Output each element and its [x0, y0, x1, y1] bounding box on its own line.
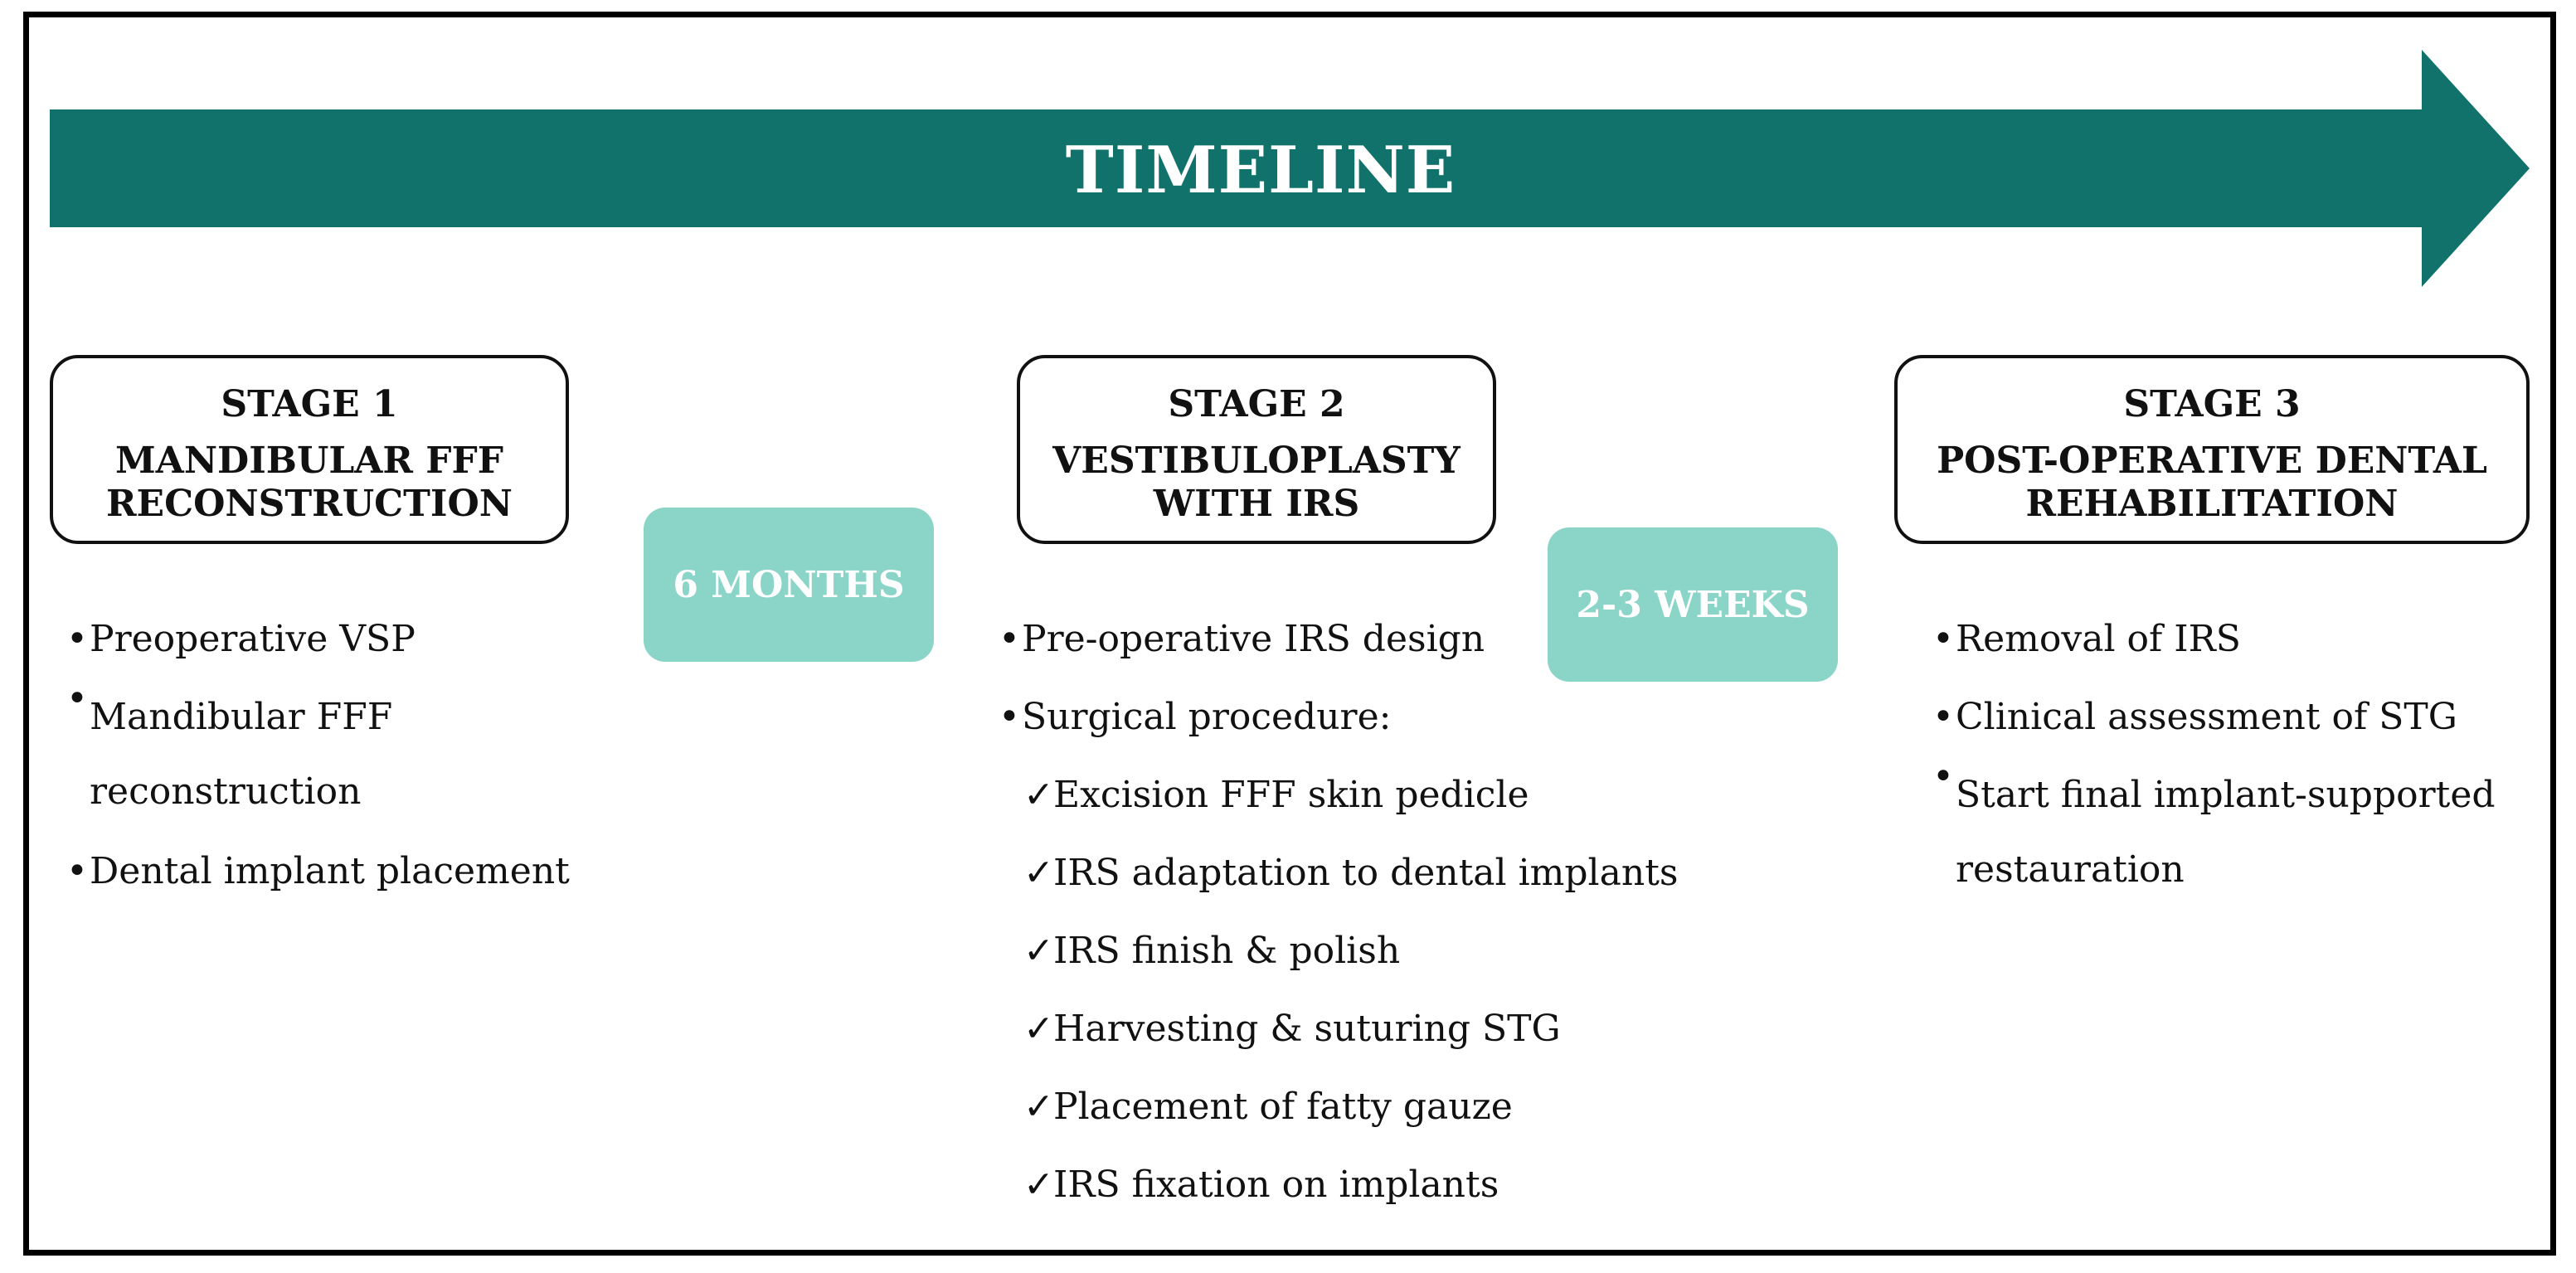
bullet-marker: • — [66, 618, 88, 660]
list-item: ✓ Placement of fatty gauze — [999, 1088, 1679, 1126]
diagram-frame — [23, 12, 2556, 1256]
stage-1-list: • Preoperative VSP • Mandibular FFF reco… — [66, 620, 597, 891]
list-item-text: Start final implant-supported restaurati… — [1956, 774, 2496, 891]
list-item: ✓ IRS finish & polish — [999, 932, 1679, 970]
timeline-arrow — [50, 50, 2530, 287]
stage-1-box: STAGE 1 MANDIBULAR FFF RECONSTRUCTION — [50, 355, 569, 544]
list-item-text: IRS finish & polish — [1053, 930, 1401, 972]
list-item: • Clinical assessment of STG — [1932, 698, 2546, 736]
check-marker: ✓ — [1023, 1164, 1054, 1206]
check-marker: ✓ — [1023, 1086, 1054, 1128]
duration-2-3-weeks: 2-3 WEEKS — [1548, 527, 1838, 682]
list-item: ✓ Harvesting & suturing STG — [999, 1010, 1679, 1048]
list-item-text: IRS fixation on implants — [1053, 1164, 1499, 1206]
stage-1-name: MANDIBULAR FFF RECONSTRUCTION — [105, 440, 513, 525]
list-item: • Preoperative VSP — [66, 620, 597, 658]
bullet-marker: • — [1932, 756, 1954, 798]
list-item: ✓ IRS fixation on implants — [999, 1166, 1679, 1204]
list-item-text: Dental implant placement — [90, 850, 570, 892]
bullet-marker: • — [66, 850, 88, 892]
stage-3-name: POST-OPERATIVE DENTAL REHABILITATION — [1937, 440, 2487, 525]
bullet-marker: • — [999, 618, 1020, 660]
list-item: ✓ IRS adaptation to dental implants — [999, 854, 1679, 892]
list-item-text: Mandibular FFF reconstruction — [90, 696, 393, 813]
list-item-text: IRS adaptation to dental implants — [1053, 852, 1679, 894]
list-item: • Pre-operative IRS design — [999, 620, 1679, 658]
stage-3-box: STAGE 3 POST-OPERATIVE DENTAL REHABILITA… — [1894, 355, 2530, 544]
stage-2-box: STAGE 2 VESTIBULOPLASTY WITH IRS — [1017, 355, 1496, 544]
stage-1-number: STAGE 1 — [221, 383, 398, 425]
list-item-text: Pre-operative IRS design — [1022, 618, 1485, 660]
bullet-marker: • — [1932, 696, 1954, 738]
check-marker: ✓ — [1023, 930, 1054, 972]
check-marker: ✓ — [1023, 1008, 1054, 1050]
timeline-arrow-shape — [50, 50, 2530, 287]
list-item-text: Excision FFF skin pedicle — [1053, 774, 1529, 816]
check-marker: ✓ — [1023, 774, 1054, 816]
list-item: • Mandibular FFF reconstruction — [66, 680, 597, 829]
stage-2-list: • Pre-operative IRS design • Surgical pr… — [999, 620, 1679, 1204]
list-item: • Start final implant-supported restaura… — [1932, 758, 2546, 907]
bullet-marker: • — [1932, 618, 1954, 660]
bullet-marker: • — [999, 696, 1020, 738]
stage-2-name: VESTIBULOPLASTY WITH IRS — [1052, 440, 1461, 525]
list-item: • Dental implant placement — [66, 853, 597, 891]
list-item: ✓ Excision FFF skin pedicle — [999, 776, 1679, 814]
list-item-text: Placement of fatty gauze — [1053, 1086, 1513, 1128]
bullet-marker: • — [66, 678, 88, 720]
stage-3-number: STAGE 3 — [2123, 383, 2301, 425]
list-item: • Removal of IRS — [1932, 620, 2546, 658]
timeline-title: TIMELINE — [1065, 133, 1456, 208]
duration-6-months: 6 MONTHS — [644, 508, 934, 662]
list-item-text: Harvesting & suturing STG — [1053, 1008, 1561, 1050]
list-item-text: Removal of IRS — [1956, 618, 2241, 660]
list-item-text: Clinical assessment of STG — [1956, 696, 2457, 738]
check-marker: ✓ — [1023, 852, 1054, 894]
list-item-text: Surgical procedure: — [1022, 696, 1392, 738]
stage-3-list: • Removal of IRS • Clinical assessment o… — [1932, 620, 2546, 907]
list-item: • Surgical procedure: — [999, 698, 1679, 736]
stage-2-number: STAGE 2 — [1168, 383, 1345, 425]
list-item-text: Preoperative VSP — [90, 618, 416, 660]
